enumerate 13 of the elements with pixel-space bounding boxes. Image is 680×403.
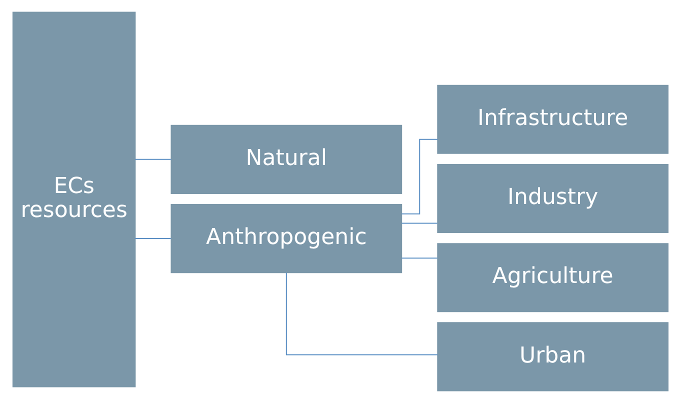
connector: [400, 222, 438, 224]
connector: [134, 238, 171, 240]
node-box: Anthropogenic: [170, 204, 402, 274]
node-box: Urban: [436, 322, 668, 392]
connector: [134, 158, 171, 160]
node-box: Agriculture: [436, 243, 668, 312]
node-box: ECs resources: [12, 12, 136, 388]
connector: [400, 258, 438, 259]
connector: [400, 138, 438, 214]
connector: [285, 272, 438, 356]
node-box: Infrastructure: [436, 84, 668, 154]
node-box: Industry: [436, 164, 668, 234]
node-box: Natural: [170, 124, 402, 194]
